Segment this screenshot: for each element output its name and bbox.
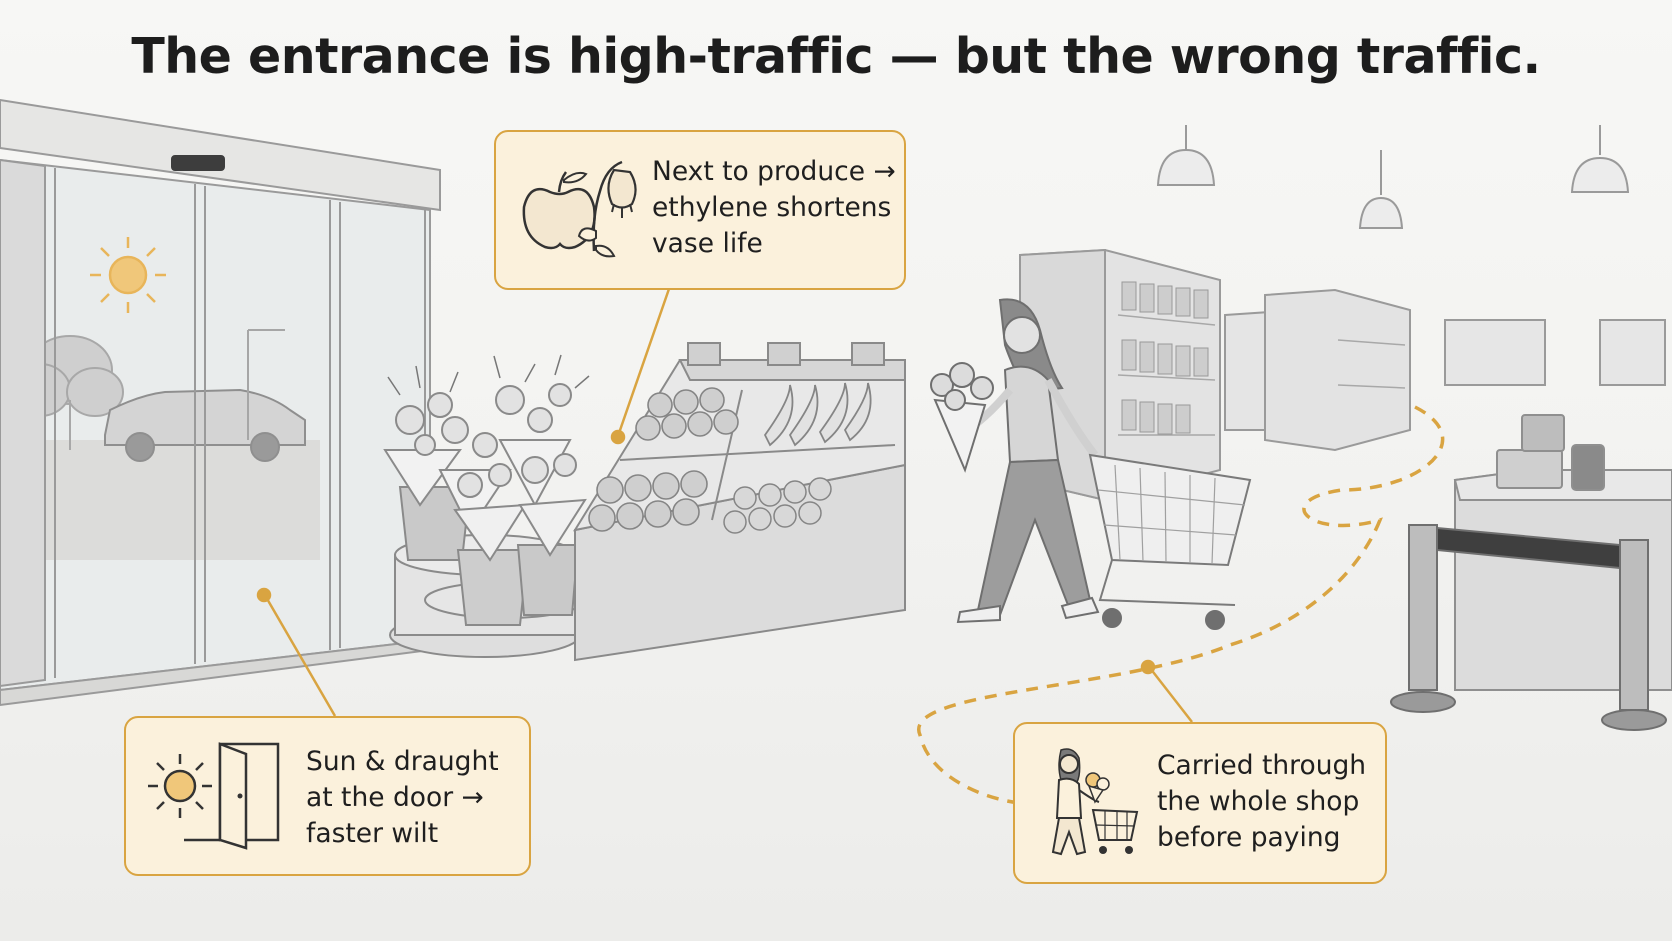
callout-produce: Next to produce → ethylene shortens vase… xyxy=(494,130,906,290)
produce-stand xyxy=(572,342,906,662)
callout-produce-line-2: ethylene shortens xyxy=(652,192,892,223)
callout-carry-line-1: Carried through xyxy=(1157,750,1367,781)
store-shelves xyxy=(1019,248,1666,502)
callout-door-text: Sun & draught at the door → faster wilt xyxy=(306,744,499,852)
callout-carry-text: Carried through the whole shop before pa… xyxy=(1157,748,1366,856)
wilted-flower-icon xyxy=(577,160,637,258)
shopping-route-dashed xyxy=(917,405,1445,805)
callout-door-line-1: Sun & draught xyxy=(306,746,499,777)
callout-carry-line-3: before paying xyxy=(1157,822,1341,853)
callout-door-line-3: faster wilt xyxy=(306,818,439,849)
open-door-icon xyxy=(184,742,280,850)
queue-stanchions xyxy=(1390,524,1667,731)
shopper-with-cart-icon xyxy=(1051,748,1139,856)
callout-produce-text: Next to produce → ethylene shortens vase… xyxy=(652,154,896,262)
callout-door-line-2: at the door → xyxy=(306,782,484,813)
sun-through-glass xyxy=(90,237,166,313)
callout-carry: Carried through the whole shop before pa… xyxy=(1013,722,1387,884)
callout-produce-line-1: Next to produce → xyxy=(652,156,896,187)
shopper-with-flowers xyxy=(930,298,1252,630)
sun-icon xyxy=(148,754,212,818)
automatic-sliding-doors xyxy=(0,98,441,707)
pendant-lamps xyxy=(1156,125,1630,229)
callout-door: Sun & draught at the door → faster wilt xyxy=(124,716,531,876)
page-title: The entrance is high-traffic — but the w… xyxy=(131,28,1541,85)
door-sensor xyxy=(171,155,225,171)
apple-icon xyxy=(522,171,596,250)
flower-display xyxy=(383,354,590,658)
callout-produce-line-3: vase life xyxy=(652,228,763,259)
checkout-counter xyxy=(1453,414,1672,691)
callout-carry-line-2: the whole shop xyxy=(1157,786,1360,817)
